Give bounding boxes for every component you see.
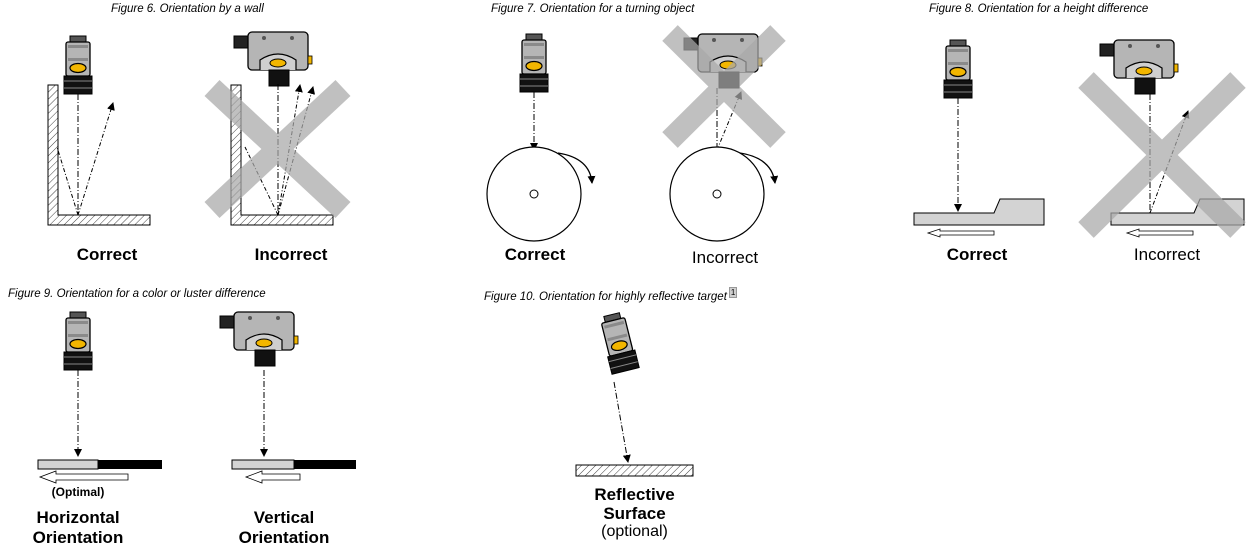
direction-arrow-icon xyxy=(38,470,129,484)
step-surface-icon xyxy=(913,198,1045,226)
fig7-incorrect-drawing xyxy=(662,25,786,242)
footnote-marker: 1 xyxy=(728,287,738,298)
wall-icon xyxy=(47,84,151,226)
cross-icon xyxy=(662,25,786,148)
direction-arrow-icon xyxy=(1125,228,1194,238)
fig7-correct-label: Correct xyxy=(504,245,566,264)
color-strip-icon xyxy=(294,460,356,469)
fig9-horizontal-drawing xyxy=(37,311,162,484)
fig8-incorrect-drawing xyxy=(1078,39,1246,238)
fig8-correct-label: Correct xyxy=(946,245,1008,264)
fig9-caption: Figure 9. Orientation for a color or lus… xyxy=(8,288,266,300)
fig10-label-line3: (optional) xyxy=(601,523,668,540)
cross-icon xyxy=(1078,72,1246,238)
fig9-optimal-label: (Optimal) xyxy=(51,485,105,499)
direction-arrow-icon xyxy=(926,228,995,238)
reflective-surface-icon xyxy=(575,464,694,477)
fig7-correct-drawing xyxy=(486,33,596,242)
fig6-incorrect-drawing xyxy=(204,31,351,226)
fig10-caption: Figure 10. Orientation for highly reflec… xyxy=(484,287,738,303)
rotation-arrow-icon xyxy=(739,152,779,184)
cross-icon xyxy=(204,79,351,219)
fig6-correct-drawing xyxy=(47,35,151,226)
fig9-vertical-drawing xyxy=(219,311,356,484)
rotation-arrow-icon xyxy=(557,152,596,184)
color-strip-icon xyxy=(98,460,162,469)
sensor-vertical-icon xyxy=(63,35,93,95)
fig9-vertical-label-line2: Orientation xyxy=(238,528,330,547)
fig6-incorrect-label: Incorrect xyxy=(254,245,328,264)
sensor-horizontal-icon xyxy=(219,311,299,367)
sensor-horizontal-icon xyxy=(233,31,313,87)
fig10-label-line2: Surface xyxy=(603,504,666,523)
direction-arrow-icon xyxy=(244,470,301,484)
fig9-horizontal-label-line1: Horizontal xyxy=(36,508,120,527)
fig8-caption: Figure 8. Orientation for a height diffe… xyxy=(929,3,1149,15)
fig7-caption: Figure 7. Orientation for a turning obje… xyxy=(491,3,695,15)
fig9-vertical-label-line1: Vertical xyxy=(253,508,315,527)
fig8-incorrect-label: Incorrect xyxy=(1133,245,1201,264)
sensor-horizontal-icon xyxy=(1099,39,1179,95)
sensor-vertical-icon xyxy=(597,310,640,375)
sensor-vertical-icon xyxy=(63,311,93,371)
fig10-caption-text: Figure 10. Orientation for highly reflec… xyxy=(484,290,727,303)
sensor-vertical-icon xyxy=(519,33,549,93)
fig9-horizontal-label-line2: Orientation xyxy=(32,528,124,547)
sensor-vertical-icon xyxy=(943,39,973,99)
fig10-label-line1: Reflective xyxy=(594,485,675,504)
fig6-correct-label: Correct xyxy=(76,245,138,264)
fig8-correct-drawing xyxy=(913,39,1045,238)
fig6-caption: Figure 6. Orientation by a wall xyxy=(111,3,264,15)
fig7-incorrect-label: Incorrect xyxy=(691,248,759,267)
fig10-drawing xyxy=(575,310,694,477)
